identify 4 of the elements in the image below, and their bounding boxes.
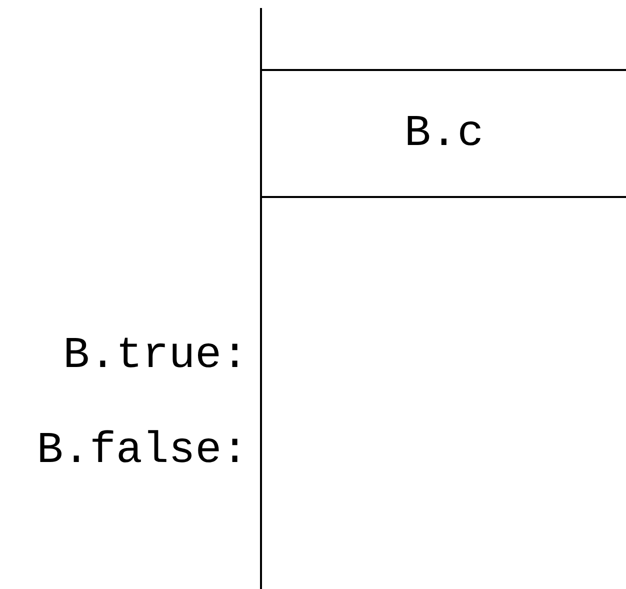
- address-label: B.true:: [63, 334, 248, 378]
- address-label: B.false:: [36, 429, 248, 473]
- stack-box: [262, 69, 626, 198]
- box-label: B.c: [404, 108, 484, 158]
